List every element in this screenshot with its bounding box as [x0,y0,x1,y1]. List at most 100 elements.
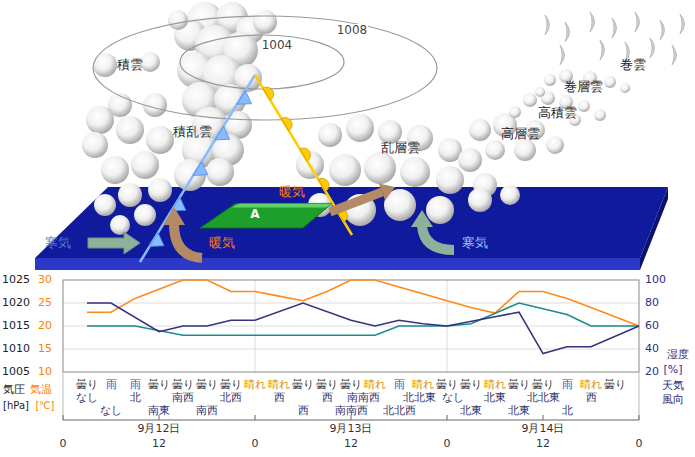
wind-direction: 北東 [460,405,482,418]
cirrus-cloud [565,22,570,42]
ground-side [640,187,668,270]
warm-sector-region: A [200,202,332,230]
axis-title: 気圧 [3,384,25,397]
fronts [140,75,352,262]
cloud-puff [253,10,277,34]
cloud-puff [400,157,430,187]
clouds [82,2,685,235]
wind-direction: 南南西 [347,392,380,405]
axis-unit: [℃] [35,400,54,412]
wind-direction: 北 [562,405,573,418]
axis-unit: [hPa] [3,400,29,412]
warm-front-symbol [318,178,329,191]
cloud-puff [116,116,144,144]
pressure-tick: 1010 [2,343,30,356]
cloud-puff [364,152,396,184]
wind-direction: 西 [586,392,597,405]
air-flow-arrows [88,184,454,258]
humidity-line [87,303,639,354]
cloud-puff [469,119,491,141]
cloud-puff [148,178,172,202]
table-border [63,372,64,420]
wind-direction: なし [442,392,464,405]
wind-direction: 西 [274,392,285,405]
axis-tick [639,415,640,420]
pressure-line [87,303,639,335]
weather-entry: 雨 [394,379,405,392]
wind-direction: 北北西 [383,405,416,418]
temperature-tick: 30 [38,274,52,287]
cloud-name: 積雲 [117,58,143,73]
axis-tick [447,415,448,420]
plot-frame [63,280,639,372]
cloud-puff [468,188,492,212]
cirrus-cloud [680,14,685,34]
weather-entry: 晴れ [412,379,434,392]
axis-title: 湿度 [667,349,689,362]
date-label: 9月13日 [330,423,373,436]
axis-tick [255,415,256,420]
cold-front-line [140,75,255,262]
cloud-puff [329,154,361,186]
axis-tick [543,415,544,420]
warm-air-arrow [174,224,202,258]
region-highlight [232,203,332,207]
wind-direction: 南西 [196,405,218,418]
ground-front [35,258,640,270]
cloud-puff [523,93,537,107]
cold-front-symbol [237,91,251,105]
cloud-name: 巻雲 [620,58,646,73]
cloud-puff [94,194,116,216]
cloud-puff [458,148,482,172]
pressure-tick: 1015 [2,320,30,333]
cloud-puff [514,139,536,161]
hour-tick: 0 [444,438,451,451]
wind-direction: 南西 [172,392,194,405]
isobar-line [93,16,437,120]
cold-front-symbol [215,126,229,140]
cloud-name: 高層雲 [501,127,540,142]
cloud-puff [594,109,606,121]
cirrus-cloud [672,45,677,65]
weather-entry: 曇り [292,379,314,392]
warm-air-arrow-head [163,207,185,225]
cloud-puff [101,156,129,184]
cloud-puff [140,52,160,72]
humidity-tick: 100 [645,274,666,287]
wind-direction: 南南西 [335,405,368,418]
cloud-name: 高積雲 [538,106,577,121]
wind-direction: 西 [298,405,309,418]
wind-direction: 北東 [508,405,530,418]
warm-front-symbol [300,148,311,161]
cloud-puff [620,83,630,93]
cloud-puff [535,87,545,97]
isobar-value: 1004 [261,39,294,53]
pressure-tick: 1020 [2,297,30,310]
weather-entry: 曇り [604,379,626,392]
row-title: 風向 [662,394,684,407]
weather-entry: 雨 [106,379,117,392]
pressure-tick: 1005 [2,366,30,379]
weather-entry: 雨 [130,379,141,392]
row-title: 天気 [662,380,684,393]
weather-entry: 晴れ [268,379,290,392]
air-mass-label: 寒気 [45,236,71,251]
cloud-puff [206,158,234,186]
wind-direction: なし [100,405,122,418]
cloud-puff [143,93,167,117]
hour-tick: 0 [252,438,259,451]
weather-entry: 晴れ [484,379,506,392]
cloud-puff [500,185,520,205]
cloud-puff [546,136,564,154]
temperature-tick: 20 [38,320,52,333]
cirrus-cloud [635,12,640,32]
cold-air-arrow-head [411,210,433,227]
humidity-tick: 40 [645,343,659,356]
warm-front-symbol [281,118,292,131]
cloud-name: 積乱雲 [173,125,212,140]
axis-title: 気温 [30,384,52,397]
weather-entry: 曇り [460,379,482,392]
weather-entry: 曇り [436,379,458,392]
axis-tick [63,415,64,420]
air-mass-label: 暖気 [279,185,305,200]
